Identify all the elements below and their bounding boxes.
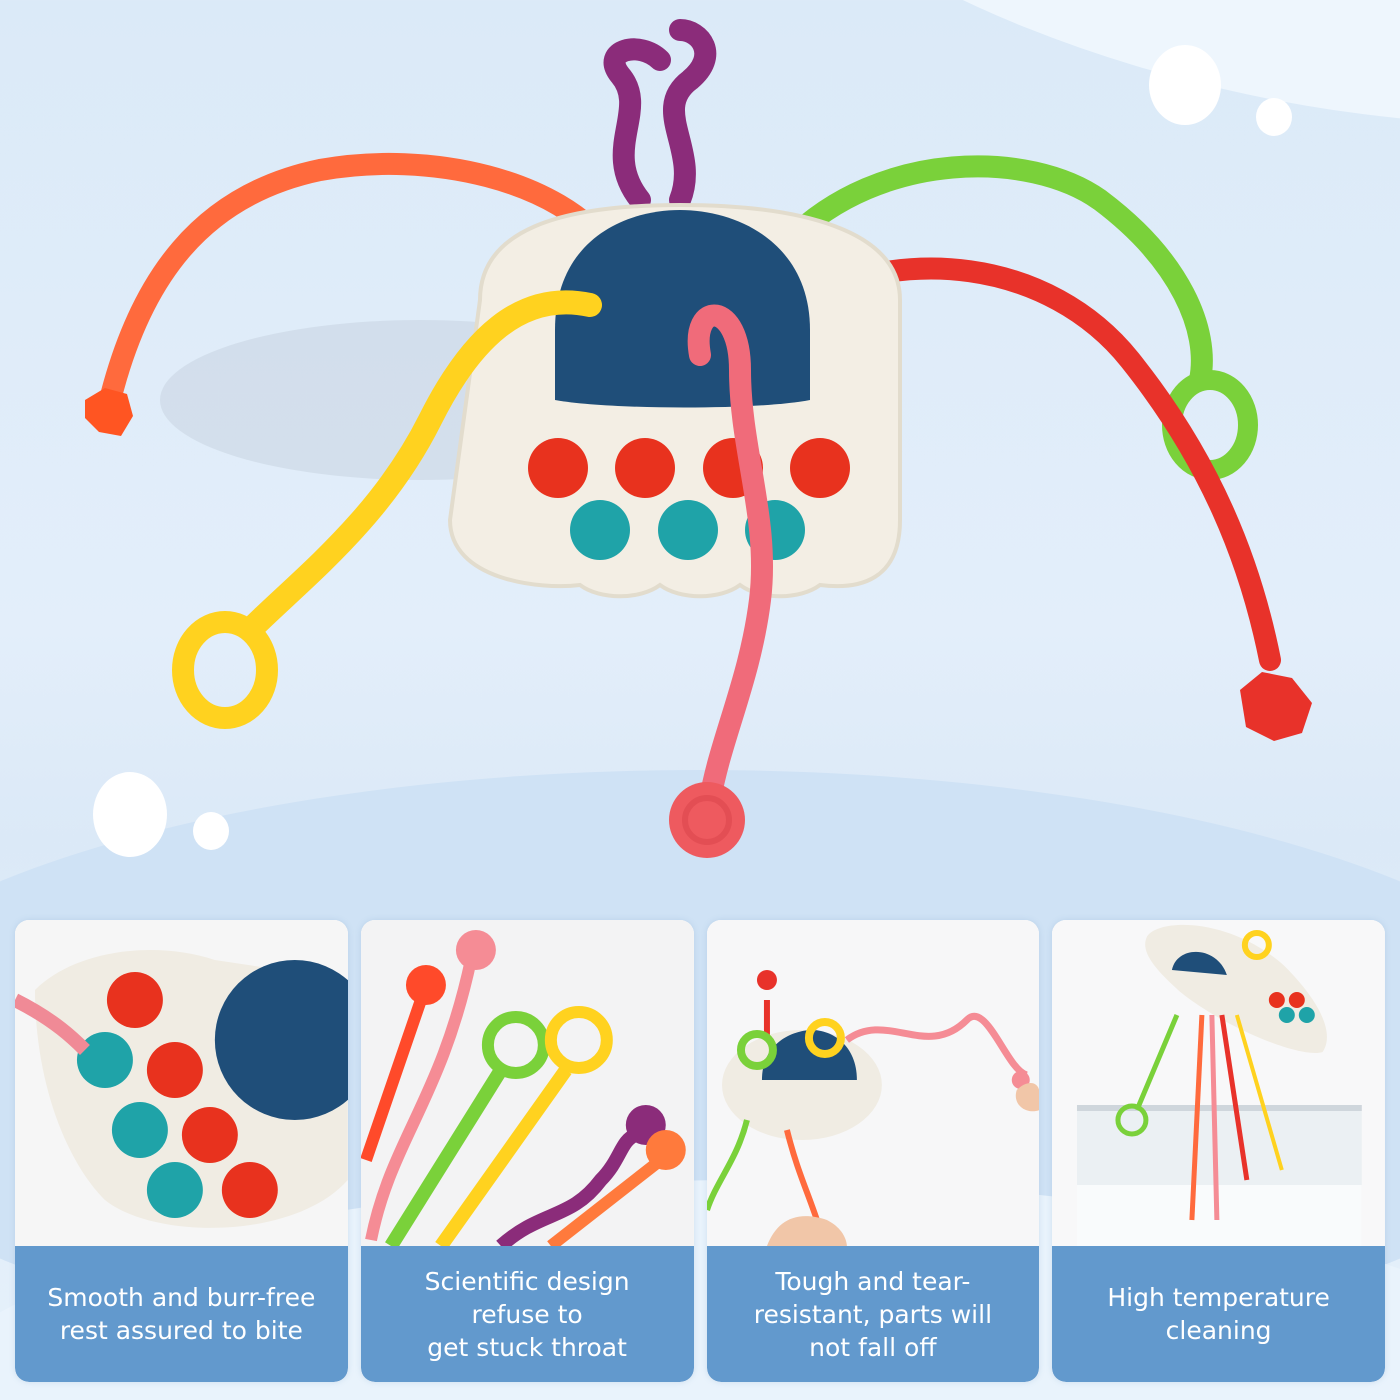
feature-caption: High temperature cleaning xyxy=(1052,1246,1385,1382)
feature-panels: Smooth and burr-free rest assured to bit… xyxy=(15,920,1385,1382)
bubble-decoration xyxy=(1256,98,1292,136)
feature-image-bubbles-closeup xyxy=(15,920,348,1246)
feature-caption: Tough and tear- resistant, parts will no… xyxy=(706,1246,1040,1382)
feature-caption: Scientific design refuse to get stuck th… xyxy=(360,1246,694,1382)
octopus-toy-illustration xyxy=(85,19,1312,858)
feature-card-tough: Tough and tear- resistant, parts will no… xyxy=(706,920,1040,1382)
bubble-decoration xyxy=(193,812,229,850)
bubble-decoration xyxy=(93,772,167,857)
feature-card-smooth: Smooth and burr-free rest assured to bit… xyxy=(15,920,348,1382)
feature-image-hand-pulling xyxy=(706,920,1040,1246)
feature-caption: Smooth and burr-free rest assured to bit… xyxy=(15,1246,348,1382)
feature-card-cleaning: High temperature cleaning xyxy=(1052,920,1385,1382)
hero-product-image xyxy=(85,19,1312,858)
bubble-decoration xyxy=(1149,45,1221,125)
feature-image-water-glass xyxy=(1052,920,1385,1246)
feature-image-pull-strings xyxy=(360,920,694,1246)
feature-card-scientific-design: Scientific design refuse to get stuck th… xyxy=(360,920,694,1382)
